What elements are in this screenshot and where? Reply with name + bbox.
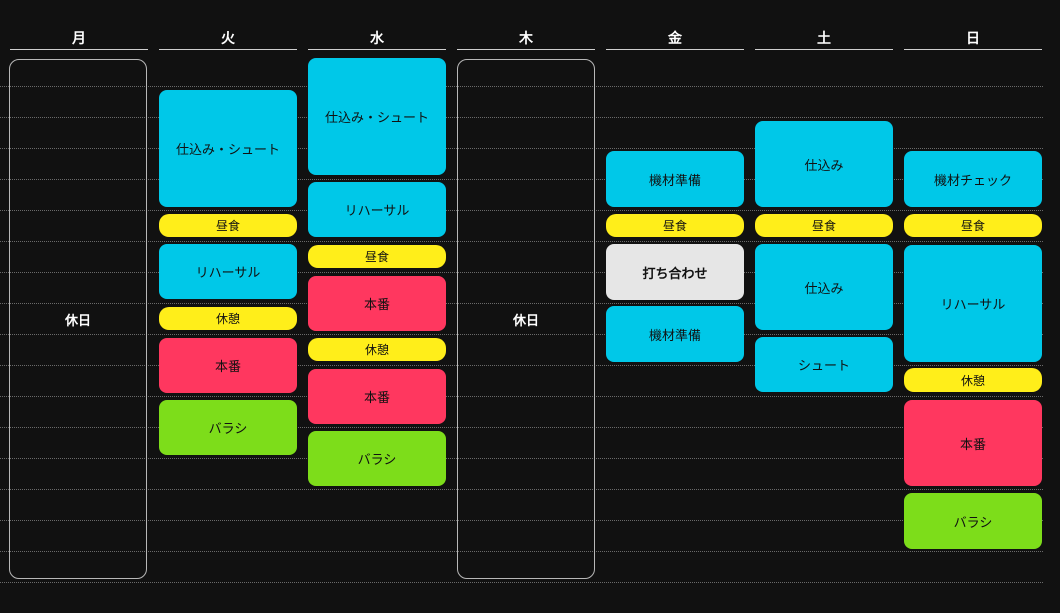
- holiday-label: 休日: [512, 313, 539, 329]
- grid-line: [0, 117, 1043, 118]
- event-sun-show[interactable]: 本番: [904, 400, 1042, 486]
- event-sat-shoot[interactable]: シュート: [755, 337, 893, 392]
- grid-line: [0, 489, 1043, 490]
- day-header-wed: 水: [308, 28, 446, 50]
- event-sun-break[interactable]: 休憩: [904, 368, 1042, 392]
- grid-line: [0, 179, 1043, 180]
- event-fri-equipment-prep-2[interactable]: 機材準備: [606, 306, 744, 362]
- event-sun-rehearsal[interactable]: リハーサル: [904, 245, 1042, 362]
- event-wed-show-2[interactable]: 本番: [308, 369, 446, 424]
- grid-line: [0, 458, 1043, 459]
- event-sun-strike[interactable]: バラシ: [904, 493, 1042, 549]
- grid-line: [0, 303, 1043, 304]
- event-wed-show-1[interactable]: 本番: [308, 276, 446, 331]
- grid-line: [0, 334, 1043, 335]
- grid-line: [0, 148, 1043, 149]
- event-sat-setup-1[interactable]: 仕込み: [755, 121, 893, 207]
- grid-line: [0, 582, 1043, 583]
- event-wed-strike[interactable]: バラシ: [308, 431, 446, 486]
- day-header-sat: 土: [755, 28, 893, 50]
- event-wed-lunch[interactable]: 昼食: [308, 245, 446, 268]
- grid-line: [0, 86, 1043, 87]
- event-tue-rehearsal[interactable]: リハーサル: [159, 244, 297, 299]
- event-tue-setup-shoot[interactable]: 仕込み・シュート: [159, 90, 297, 207]
- event-fri-meeting[interactable]: 打ち合わせ: [606, 244, 744, 300]
- grid-line: [0, 520, 1043, 521]
- event-fri-equipment-prep-1[interactable]: 機材準備: [606, 151, 744, 207]
- event-tue-lunch[interactable]: 昼食: [159, 214, 297, 237]
- event-wed-setup-shoot[interactable]: 仕込み・シュート: [308, 58, 446, 175]
- event-wed-break[interactable]: 休憩: [308, 338, 446, 361]
- day-header-thu: 木: [457, 28, 595, 50]
- event-wed-rehearsal[interactable]: リハーサル: [308, 182, 446, 237]
- event-sat-setup-2[interactable]: 仕込み: [755, 244, 893, 330]
- holiday-mon[interactable]: 休日: [9, 59, 147, 579]
- grid-line: [0, 272, 1043, 273]
- event-fri-lunch[interactable]: 昼食: [606, 214, 744, 237]
- grid-line: [0, 551, 1043, 552]
- holiday-label: 休日: [64, 313, 91, 329]
- day-header-sun: 日: [904, 28, 1042, 50]
- holiday-thu[interactable]: 休日: [457, 59, 595, 579]
- event-sun-equipment-check[interactable]: 機材チェック: [904, 151, 1042, 207]
- event-tue-break[interactable]: 休憩: [159, 307, 297, 330]
- day-header-mon: 月: [10, 28, 148, 50]
- event-sun-lunch[interactable]: 昼食: [904, 214, 1042, 237]
- grid-line: [0, 396, 1043, 397]
- event-sat-lunch[interactable]: 昼食: [755, 214, 893, 237]
- day-header-fri: 金: [606, 28, 744, 50]
- day-header-tue: 火: [159, 28, 297, 50]
- grid-line: [0, 427, 1043, 428]
- grid-line: [0, 365, 1043, 366]
- event-tue-strike[interactable]: バラシ: [159, 400, 297, 455]
- event-tue-show[interactable]: 本番: [159, 338, 297, 393]
- grid-line: [0, 210, 1043, 211]
- grid-line: [0, 241, 1043, 242]
